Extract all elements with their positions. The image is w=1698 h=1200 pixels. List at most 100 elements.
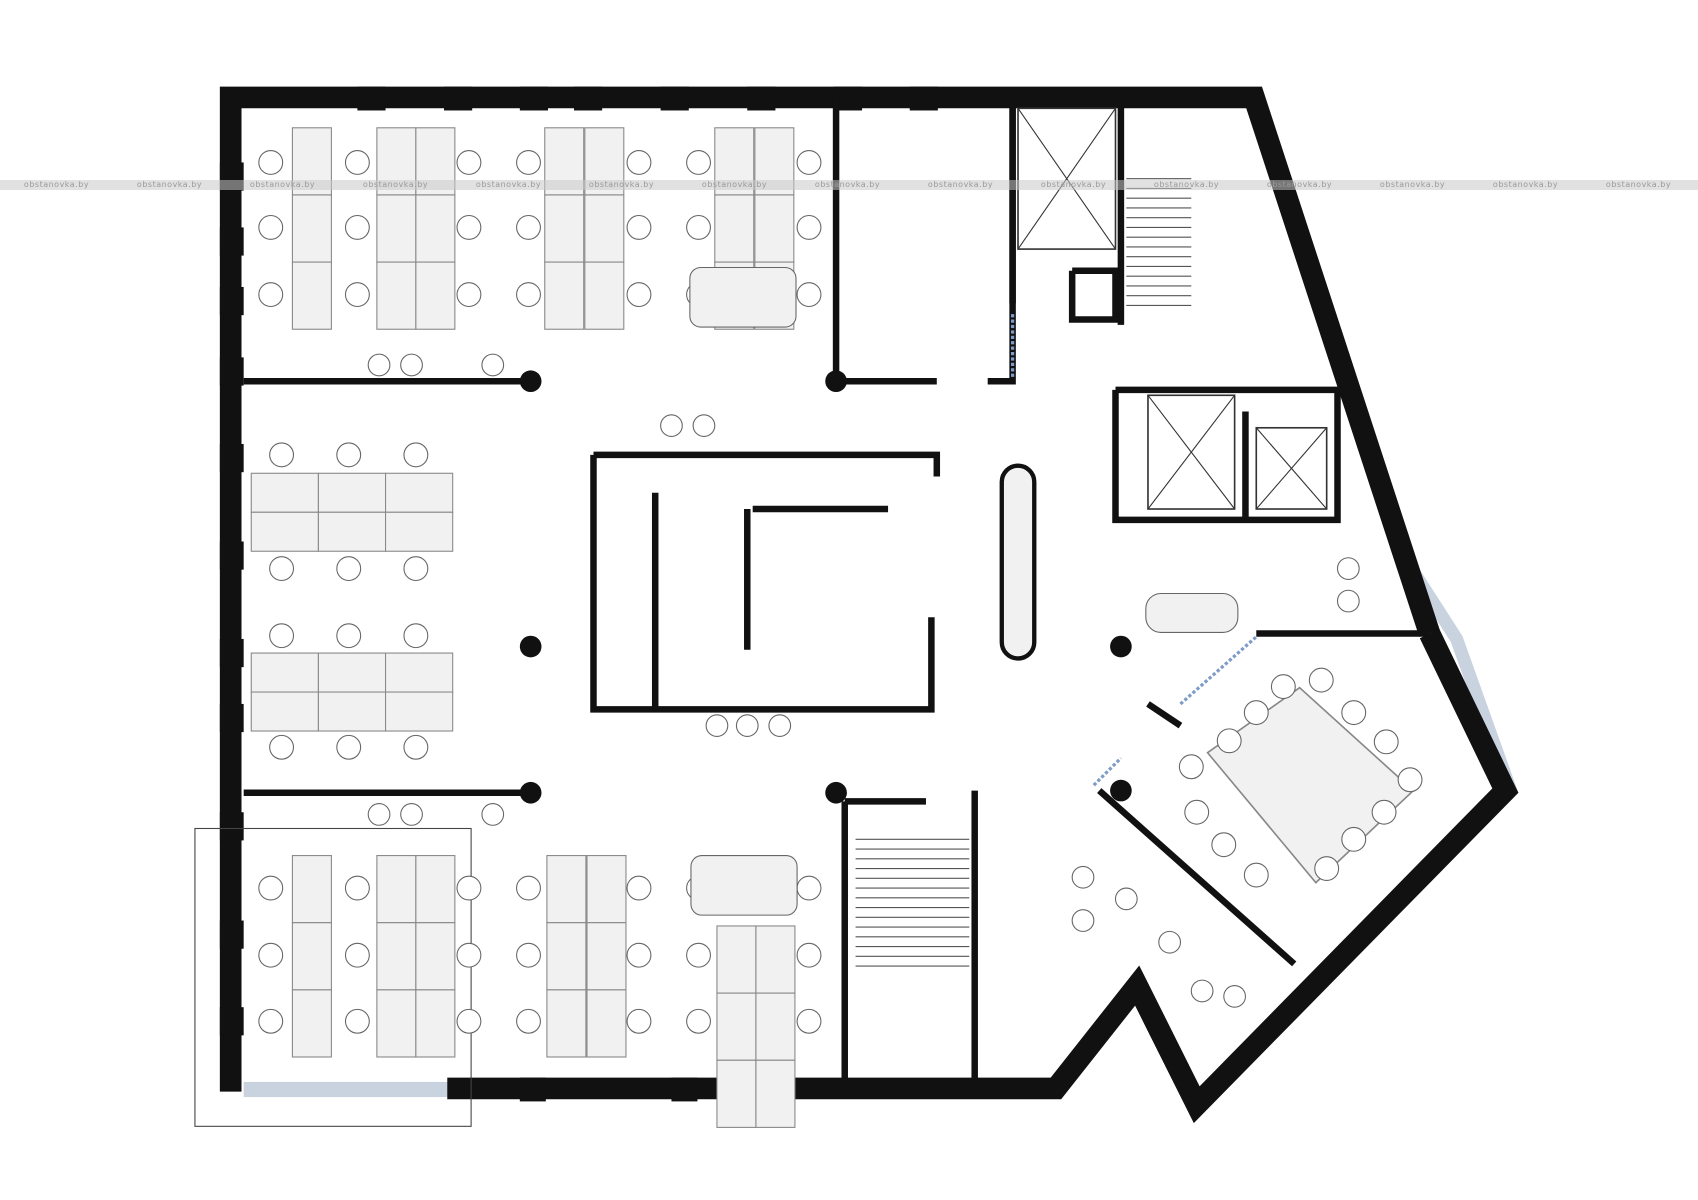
chair [1341, 700, 1367, 726]
chair [258, 149, 284, 175]
wall-pier [219, 227, 244, 256]
stool [1336, 557, 1360, 580]
watermark-text: obstanovka.by [249, 180, 316, 189]
chair [796, 942, 822, 968]
watermark-text: obstanovka.by [814, 180, 881, 189]
chair [456, 214, 482, 240]
stool [1158, 930, 1182, 954]
desk [376, 194, 417, 263]
chair [1308, 667, 1334, 693]
desk [385, 511, 454, 552]
chair [1184, 799, 1210, 825]
chair [626, 942, 652, 968]
desk [755, 925, 796, 994]
chair [626, 149, 652, 175]
window-bottom [243, 1081, 450, 1098]
chair [796, 1008, 822, 1034]
watermark-text: obstanovka.by [1379, 180, 1446, 189]
chair [344, 1008, 370, 1034]
desk [755, 992, 796, 1061]
chair [1211, 832, 1237, 858]
chair [626, 875, 652, 901]
chair [796, 282, 822, 308]
watermark-text: obstanovka.by [1266, 180, 1333, 189]
wall-pier [671, 1077, 698, 1102]
watermark-text: obstanovka.by [1153, 180, 1220, 189]
elevator-shaft [1017, 107, 1117, 250]
watermark-text: obstanovka.by [1605, 180, 1672, 189]
desk [291, 989, 332, 1058]
interior-wall [593, 451, 941, 477]
sofa [1145, 592, 1239, 634]
chair [626, 1008, 652, 1034]
chair [516, 942, 541, 968]
glass-partition [1179, 635, 1258, 706]
wall-pier [519, 86, 548, 111]
column [1110, 779, 1132, 802]
desk [716, 925, 757, 994]
wall-pier [219, 638, 244, 668]
stool [768, 714, 792, 737]
stool [1071, 909, 1095, 932]
chair [1373, 729, 1399, 755]
desk [376, 989, 417, 1058]
desk [376, 855, 417, 924]
desk [415, 261, 456, 330]
chair [626, 282, 652, 308]
chair [1314, 856, 1340, 882]
chair [456, 282, 482, 308]
desk [546, 922, 587, 991]
interior-wall [1068, 267, 1119, 323]
stool [367, 353, 391, 377]
elevator-shaft [1147, 394, 1236, 510]
wall-pier [519, 1077, 546, 1102]
desk [716, 1059, 757, 1128]
chair [1371, 799, 1397, 825]
chair [258, 942, 284, 968]
shaft-cross [1147, 394, 1236, 510]
chair [686, 1008, 711, 1034]
shaft-cross [1017, 107, 1116, 250]
conference-table [1206, 686, 1415, 884]
desk [586, 989, 627, 1058]
stool [1223, 984, 1246, 1008]
wall-pier [219, 541, 244, 570]
desk [415, 989, 456, 1058]
chair [1178, 754, 1204, 780]
desk [584, 194, 625, 263]
desk [415, 922, 456, 991]
chair [1243, 700, 1269, 726]
chair [686, 149, 711, 175]
desk [376, 261, 417, 330]
desk [317, 472, 387, 513]
desk [291, 194, 332, 263]
desk [250, 652, 319, 693]
desk [291, 922, 332, 991]
chair [344, 282, 370, 308]
interior-wall [1146, 701, 1183, 729]
chair [258, 282, 284, 308]
desk [291, 855, 332, 924]
chair [516, 282, 541, 308]
chair [1243, 862, 1269, 888]
chair [336, 734, 362, 760]
watermark-text: obstanovka.by [1040, 180, 1107, 189]
wall-pier [660, 86, 689, 111]
column [519, 781, 542, 804]
chair [516, 875, 541, 901]
shaft-cross [1255, 427, 1328, 510]
chair [258, 1008, 284, 1034]
desk [546, 989, 587, 1058]
chair [456, 1008, 482, 1034]
chair [796, 214, 822, 240]
interior-wall [1097, 788, 1297, 967]
watermark-text: obstanovka.by [701, 180, 768, 189]
interior-wall [987, 97, 1016, 385]
chair [344, 149, 370, 175]
chair [456, 875, 482, 901]
desk [291, 261, 332, 330]
desk [250, 472, 319, 513]
watermark-text: obstanovka.by [588, 180, 655, 189]
